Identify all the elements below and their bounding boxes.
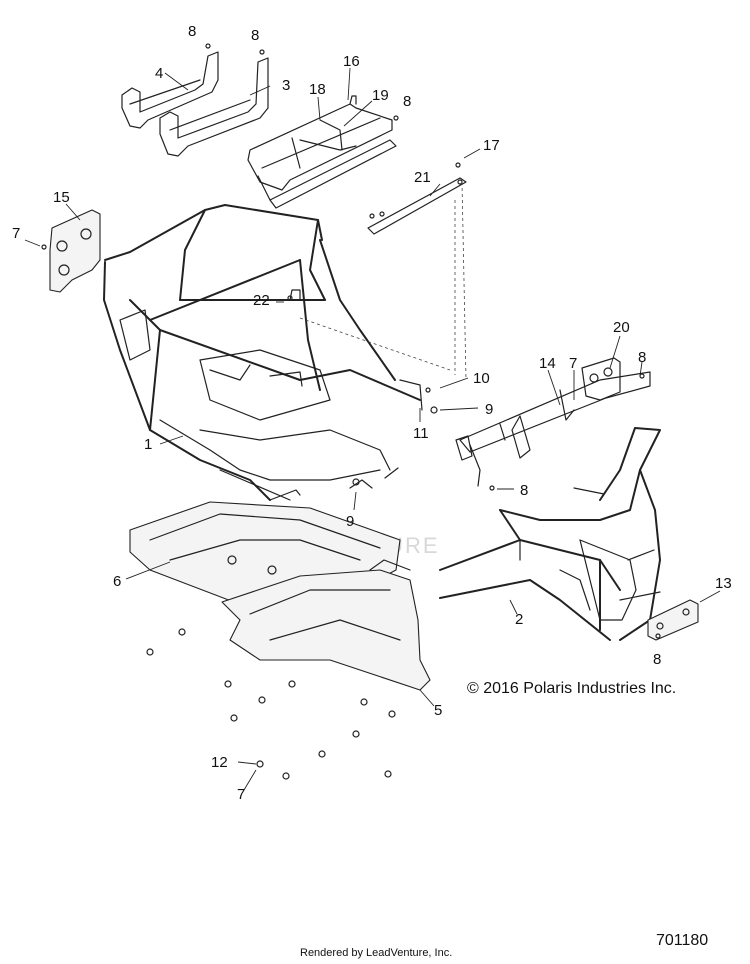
callout-10: 10	[473, 370, 490, 387]
callout-21: 21	[414, 169, 431, 186]
callout-8: 8	[188, 23, 196, 40]
leader-lines	[24, 67, 721, 791]
part-5-skid-plate-rear	[221, 559, 431, 691]
callout-14: 14	[539, 355, 556, 372]
part-2-rear-frame	[439, 427, 661, 641]
callout-16: 16	[343, 53, 360, 70]
callout-6: 6	[113, 573, 121, 590]
callout-8: 8	[653, 651, 661, 668]
callout-7: 7	[12, 225, 20, 242]
callout-5: 5	[434, 702, 442, 719]
part-20-rear-crossmember	[455, 357, 651, 487]
callout-2: 2	[515, 611, 523, 628]
callout-18: 18	[309, 81, 326, 98]
copyright-notice: © 2016 Polaris Industries Inc.	[467, 680, 677, 697]
callout-19: 19	[372, 87, 389, 104]
fastener-set	[41, 43, 661, 780]
callout-7: 7	[237, 786, 245, 803]
callout-11: 11	[413, 425, 429, 442]
part-1-main-frame	[103, 204, 423, 501]
callout-labels: 8 8 4 3 16 18 19 8 17 21 15 7 22 20 14 7…	[12, 23, 732, 803]
callout-17: 17	[483, 137, 500, 154]
rendered-by-credit: Rendered by LeadVenture, Inc.	[300, 947, 453, 959]
diagram-number: 701180	[656, 932, 709, 949]
part-3-seat-bracket	[159, 57, 269, 157]
callout-15: 15	[53, 189, 70, 206]
callout-22: 22	[253, 292, 270, 309]
part-16-seat-base-frame	[247, 95, 397, 209]
callout-3: 3	[282, 77, 290, 94]
callout-8: 8	[638, 349, 646, 366]
callout-7: 7	[569, 355, 577, 372]
part-13-side-bracket	[647, 599, 699, 641]
part-15-front-bracket	[49, 209, 101, 293]
callout-8: 8	[251, 27, 259, 44]
callout-8: 8	[520, 482, 528, 499]
callout-8: 8	[403, 93, 411, 110]
callout-13: 13	[715, 575, 732, 592]
callout-20: 20	[613, 319, 630, 336]
callout-4: 4	[155, 65, 163, 82]
callout-12: 12	[211, 754, 228, 771]
callout-9: 9	[346, 513, 354, 530]
part-4-seat-bracket	[121, 51, 219, 129]
callout-1: 1	[144, 436, 152, 453]
callout-9: 9	[485, 401, 493, 418]
